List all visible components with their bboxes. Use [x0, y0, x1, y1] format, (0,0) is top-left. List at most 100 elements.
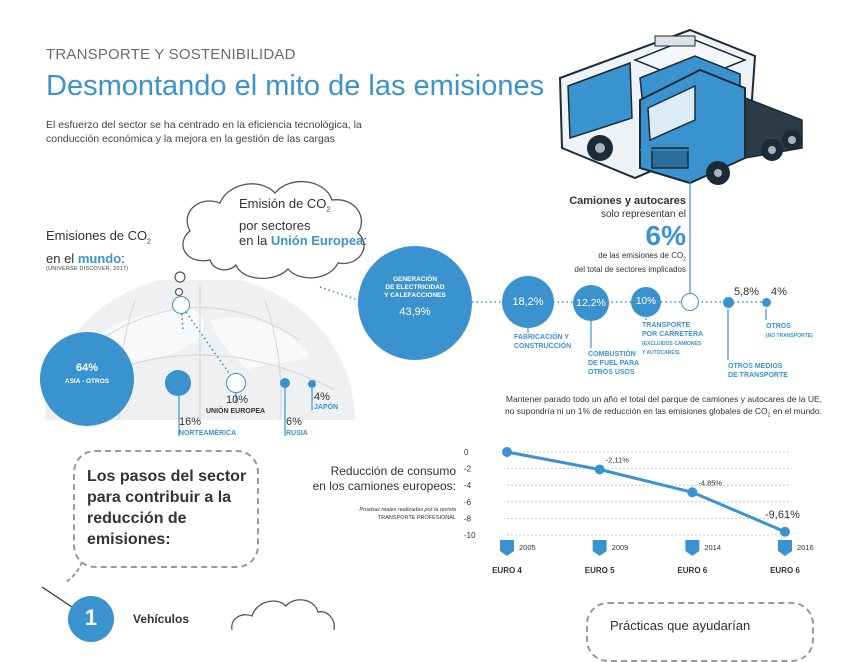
note-line1: Mantener parado todo un año el total del…	[505, 394, 822, 404]
world-label-sub: 2	[147, 238, 152, 246]
trucks-line4-sub: 2	[683, 256, 686, 263]
world-label-strong: mundo	[77, 250, 122, 266]
fuel-l2: DE FUEL PARA	[588, 360, 640, 367]
practices-label: Prácticas que ayudarían	[610, 618, 751, 633]
chart-x-marker	[500, 540, 514, 556]
manufacturing-l1: FABRICACIÓN Y	[514, 334, 570, 341]
eu-bubble-trucks-buses	[681, 293, 699, 311]
japan-value: 4%	[314, 391, 330, 403]
steps-title-l1: Los pasos del sector	[87, 468, 247, 485]
chart-data-label: -4,85%	[698, 478, 722, 487]
world-bubble-russia	[280, 378, 290, 388]
chart-x-tick-label: 2005	[519, 543, 536, 552]
trucks-callout: Camiones y autocares solo representan el…	[540, 195, 686, 275]
chart-y-tick-label: 0	[464, 448, 469, 457]
asia-name: ASIA - OTROS	[64, 378, 110, 385]
world-label-colon: :	[121, 250, 125, 266]
fuel-label: COMBUSTIÓN DE FUEL PARA OTROS USOS	[588, 350, 639, 377]
north-america-value: 16%	[179, 416, 202, 428]
fuel-l1: COMBUSTIÓN	[588, 351, 636, 358]
step-1-badge: 1	[68, 596, 114, 642]
chart-x-tick-label: 2014	[704, 543, 721, 552]
chart-category-label: EURO 6	[770, 566, 800, 575]
section-kicker: TRANSPORTE Y SOSTENIBILIDAD	[46, 46, 296, 63]
manufacturing-l2: CONSTRUCCIÓN	[514, 343, 572, 350]
cloud-line3-strong: Unión Europea	[270, 232, 364, 248]
eu-value: 10%	[226, 394, 249, 406]
other-value: 4%	[771, 286, 787, 298]
world-bubble-japan	[308, 380, 316, 388]
chart-data-point	[502, 447, 512, 457]
other-l2: (NO TRANSPORTE)	[766, 333, 813, 339]
road-l2: POR CARRETERA	[642, 331, 704, 338]
note-line2: no supondría ni un 1% de reducción en la…	[504, 406, 768, 416]
chart-y-tick-label: -8	[464, 514, 472, 523]
cloud-anchor-node	[172, 296, 190, 314]
chart-data-label: -9,61%	[765, 509, 800, 521]
japan-name: JAPÓN	[314, 404, 339, 411]
chart-title-l2: en los camiones europeos:	[312, 479, 456, 493]
trucks-line5: del total de sectores implicados	[574, 264, 686, 274]
chart-y-tick-label: -4	[464, 481, 472, 490]
chart-y-tick-label: -2	[464, 465, 472, 474]
bus-truck-illustration	[558, 28, 803, 185]
eu-bubble-other	[762, 298, 771, 307]
chart-data-point	[687, 487, 698, 498]
steps-box-tail	[65, 561, 83, 583]
world-label-en: en el	[46, 250, 75, 266]
electricity-name-l1: GENERACIÓN	[392, 276, 438, 283]
note-line2-post: en el mundo.	[772, 406, 822, 416]
bottom-cloud-sketch	[231, 599, 335, 630]
trucks-big-value: 6%	[645, 220, 686, 251]
other-transport-value: 5,8%	[734, 286, 760, 298]
steps-title-l4: emisiones:	[87, 531, 171, 548]
cloud-line2: por sectores	[239, 217, 311, 233]
eu-bubble-fuel: 12,2%	[573, 285, 609, 321]
chart-data-point	[780, 526, 790, 537]
world-label-text: Emisiones de CO	[46, 228, 148, 243]
electricity-name-l2: DE ELECTRICIDAD	[385, 284, 445, 291]
trucks-line4: de las emisiones de CO	[598, 251, 684, 260]
cloud-line3-pre: en la	[239, 232, 268, 248]
chart-x-marker	[592, 540, 607, 556]
manufacturing-label: FABRICACIÓN Y CONSTRUCCIÓN	[514, 333, 571, 351]
step-connector	[41, 586, 73, 608]
dotted-connectors	[178, 149, 770, 436]
world-source: (UNIVERSE DISCOVER, 2017)	[46, 266, 129, 272]
eu-bubble-electricity: GENERACIÓN DE ELECTRICIDAD Y CALEFACCION…	[358, 246, 472, 360]
russia-name: RUSIA	[286, 430, 308, 437]
step-1-label: Vehículos	[133, 612, 190, 626]
trucks-heading: Camiones y autocares	[569, 195, 686, 207]
chart-y-tick-label: -10	[464, 531, 476, 540]
fuel-l3: OTROS USOS	[588, 369, 635, 376]
world-bubble-asia: 64% ASIA - OTROS	[40, 332, 134, 426]
asia-value: 64%	[75, 362, 99, 374]
note-line2-sub: 2	[767, 412, 771, 419]
road-l3: (EXCLUIDOS CAMIONES	[642, 341, 702, 347]
trucks-line2: solo representan el	[600, 209, 686, 220]
steps-title-l2: para contribuir a la	[87, 489, 232, 506]
chart-source-l1: Pruebas reales realizadas por la revista	[359, 507, 456, 513]
road-l1: TRANSPORTE	[642, 322, 691, 329]
intro-text: El esfuerzo del sector se ha centrado en…	[46, 119, 362, 145]
note-text: Mantener parado todo un año el total del…	[460, 393, 822, 422]
eu-bubble-road: 10%	[631, 287, 661, 317]
russia-value: 6%	[286, 416, 302, 428]
road-l4: Y AUTOCARES)	[642, 350, 680, 356]
world-bubble-eu	[226, 373, 246, 393]
steps-title: Los pasos del sector para contribuir a l…	[87, 466, 246, 550]
electricity-name-l3: Y CALEFACCIONES	[384, 292, 446, 299]
chart-series-line	[506, 450, 786, 534]
road-label: TRANSPORTE POR CARRETERA (EXCLUIDOS CAMION…	[642, 321, 703, 357]
other-transport-l1: OTROS MEDIOS	[728, 363, 783, 370]
electricity-value: 43,9%	[399, 306, 431, 318]
chart-title-l1: Reducción de consumo	[330, 464, 456, 478]
chart-x-tick-label: 2009	[612, 543, 629, 552]
chart-x-marker	[685, 540, 700, 556]
cloud-text: Emisión de CO2 por sectores en la Unión …	[239, 196, 367, 248]
cloud-line1-sub: 2	[326, 206, 331, 214]
eu-bubble-other-transport	[723, 297, 734, 308]
chart-data-point	[594, 464, 605, 475]
